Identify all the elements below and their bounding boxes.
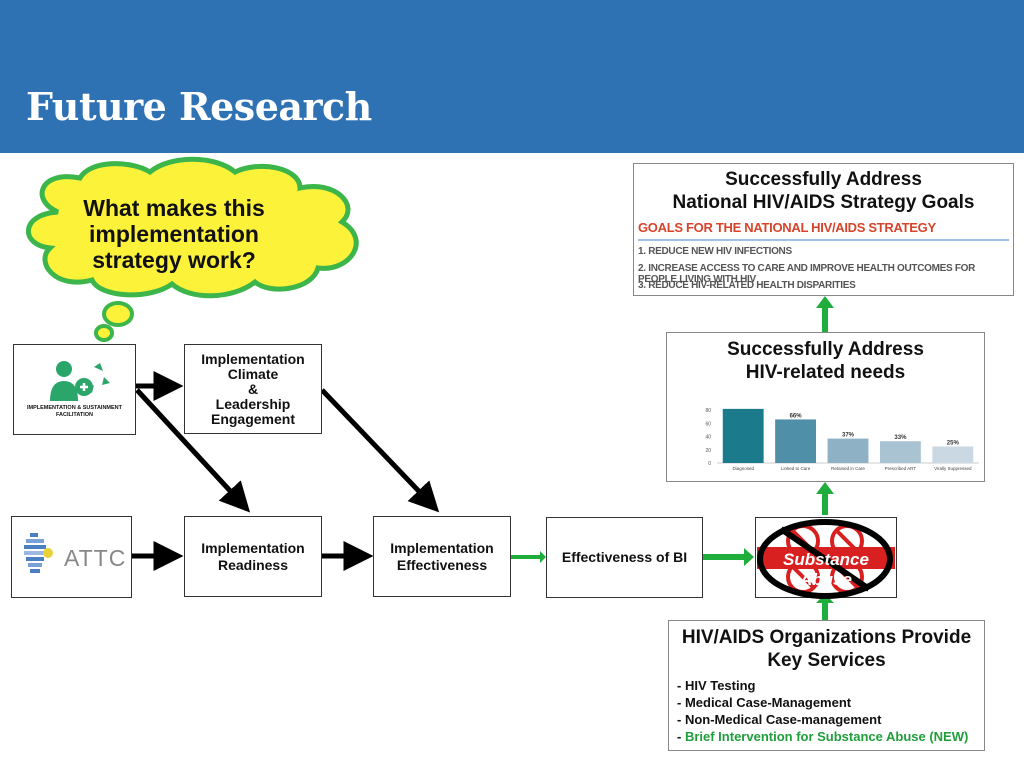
effectiveness-box: Implementation Effectiveness xyxy=(373,516,511,597)
y-tick-label: 0 xyxy=(708,461,711,467)
readiness-box: Implementation Readiness xyxy=(184,516,322,597)
needs-title: Successfully Address HIV-related needs xyxy=(667,338,984,384)
category-label: Linked to Care xyxy=(781,466,811,471)
effectiveness-label: Implementation Effectiveness xyxy=(374,540,510,574)
header-banner xyxy=(0,0,1024,153)
goals-heading: GOALS FOR THE NATIONAL HIV/AIDS STRATEGY xyxy=(638,220,936,235)
bar-value-label: 25% xyxy=(947,441,960,447)
service-item-new: - Brief Intervention for Substance Abuse… xyxy=(677,728,968,745)
attc-label: ATTC xyxy=(64,545,127,571)
services-box: HIV/AIDS Organizations Provide Key Servi… xyxy=(668,620,985,751)
cloud-line: implementation xyxy=(89,221,259,247)
strategy-title-line: National HIV/AIDS Strategy Goals xyxy=(672,192,975,213)
services-title-line: HIV/AIDS Organizations Provide xyxy=(681,627,972,648)
bar xyxy=(722,408,764,463)
attc-logo-box: ATTC xyxy=(11,516,132,598)
category-label: Virally Suppressed xyxy=(934,466,972,471)
category-label: Diagnosed xyxy=(732,466,754,471)
bar xyxy=(827,438,869,463)
bi-box: Effectiveness of BI xyxy=(546,517,703,598)
needs-title-line: Successfully Address xyxy=(727,339,924,360)
y-tick-label: 40 xyxy=(705,435,711,441)
goals-divider xyxy=(638,239,1009,241)
service-item: - Medical Case-Management xyxy=(677,695,852,710)
bar xyxy=(932,446,974,463)
climate-label: Implementation Climate & Leadership Enga… xyxy=(185,352,321,427)
thought-cloud xyxy=(26,156,359,342)
strategy-title: Successfully Address National HIV/AIDS S… xyxy=(634,168,1013,214)
category-label: Prescribed ART xyxy=(885,466,917,471)
climate-line: Climate xyxy=(227,366,279,382)
y-tick-label: 80 xyxy=(705,408,711,414)
goal-item: 1. REDUCE NEW HIV INFECTIONS xyxy=(638,246,792,257)
needs-title-line: HIV-related needs xyxy=(745,362,906,383)
cloud-line: strategy work? xyxy=(92,247,256,273)
bar xyxy=(879,441,921,463)
substance-abuse-box: Substance Abuse xyxy=(755,517,897,599)
climate-box: Implementation Climate & Leadership Enga… xyxy=(184,344,322,434)
readiness-line: Readiness xyxy=(217,557,289,573)
page-title: Future Research xyxy=(26,84,372,129)
attc-icon xyxy=(24,533,53,573)
service-item-new-text: Brief Intervention for Substance Abuse (… xyxy=(684,729,969,744)
service-item: - Non-Medical Case-management xyxy=(677,712,882,727)
substance-abuse-label: Substance Abuse xyxy=(783,550,869,589)
cloud-line: What makes this xyxy=(83,195,265,221)
facilitation-label: IMPLEMENTATION & SUSTAINMENT FACILITATIO… xyxy=(26,405,123,418)
service-item-prefix: - xyxy=(677,729,685,744)
bar-value-label: 33% xyxy=(894,435,907,441)
facilitation-logo-box: IMPLEMENTATION & SUSTAINMENT FACILITATIO… xyxy=(13,344,136,435)
service-item: - HIV Testing xyxy=(677,678,756,693)
goal-item: 2. INCREASE ACCESS TO CARE AND IMPROVE H… xyxy=(638,263,976,285)
bar xyxy=(775,419,817,463)
goal-item: 3. REDUCE HIV-RELATED HEALTH DISPARITIES xyxy=(638,280,856,291)
arrow-facilitation-to-readiness xyxy=(135,388,251,513)
y-tick-label: 20 xyxy=(705,448,711,454)
services-list: - HIV Testing - Medical Case-Management … xyxy=(677,677,968,745)
climate-line: Engagement xyxy=(210,411,295,427)
bar-value-label: 66% xyxy=(790,413,803,419)
readiness-label: Implementation Readiness xyxy=(185,540,321,574)
no-substance-icon xyxy=(757,519,895,599)
arrow-climate-to-effectiveness xyxy=(320,388,440,513)
hiv-needs-box: Successfully Address HIV-related needs 0… xyxy=(666,332,985,482)
bar-value-label: 37% xyxy=(842,433,855,439)
climate-line: & xyxy=(247,381,259,397)
strategy-goals-box: Successfully Address National HIV/AIDS S… xyxy=(633,163,1014,296)
services-title: HIV/AIDS Organizations Provide Key Servi… xyxy=(669,626,984,672)
category-label: Retained in Care xyxy=(831,466,865,471)
climate-line: Leadership xyxy=(215,396,291,412)
facilitation-icon xyxy=(50,361,110,401)
cloud-question: What makes this implementation strategy … xyxy=(64,195,284,273)
bi-label: Effectiveness of BI xyxy=(561,549,688,565)
climate-line: Implementation xyxy=(201,351,305,367)
effectiveness-line: Effectiveness xyxy=(396,557,488,573)
strategy-title-line: Successfully Address xyxy=(725,169,922,190)
effectiveness-line: Implementation xyxy=(390,540,494,556)
y-tick-label: 60 xyxy=(705,421,711,427)
services-title-line: Key Services xyxy=(767,650,886,671)
readiness-line: Implementation xyxy=(201,540,305,556)
